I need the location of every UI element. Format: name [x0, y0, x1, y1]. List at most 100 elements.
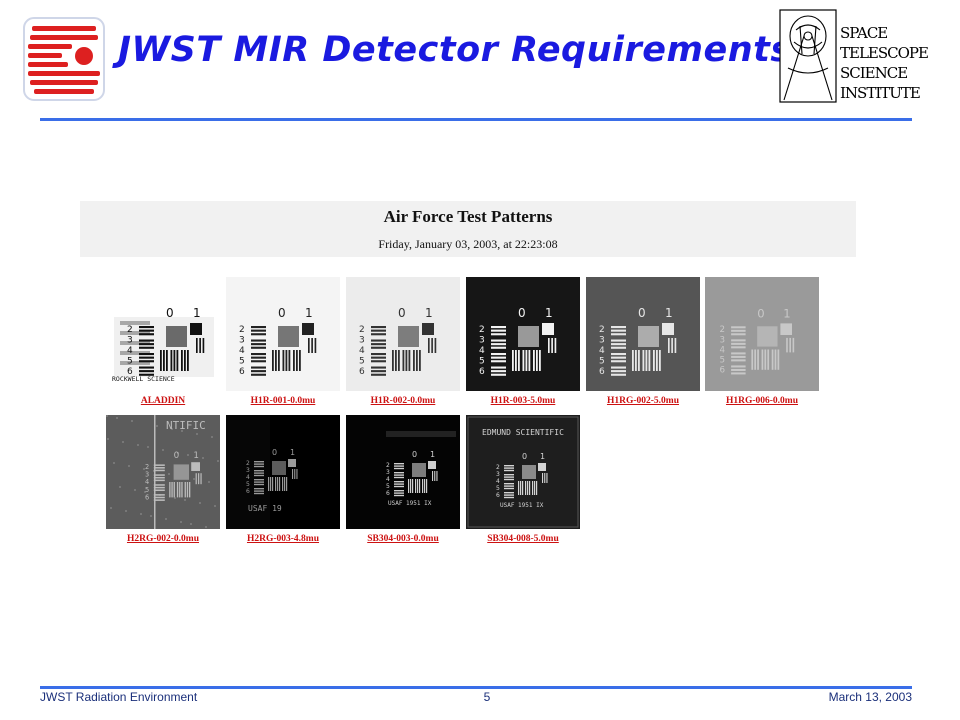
svg-text:6: 6 — [359, 367, 365, 377]
svg-text:2: 2 — [359, 325, 365, 335]
svg-text:1: 1 — [305, 306, 313, 320]
page-timestamp: Friday, January 03, 2003, at 22:23:08 — [378, 237, 558, 251]
svg-text:2: 2 — [496, 464, 500, 471]
svg-text:5: 5 — [386, 483, 390, 490]
svg-text:6: 6 — [127, 367, 133, 377]
svg-text:4: 4 — [479, 346, 485, 356]
svg-text:5: 5 — [246, 481, 250, 488]
svg-text:1: 1 — [540, 452, 545, 461]
svg-text:3: 3 — [479, 336, 485, 346]
svg-text:3: 3 — [599, 336, 605, 346]
svg-text:5: 5 — [359, 357, 365, 367]
svg-text:0: 0 — [278, 306, 286, 320]
svg-text:4: 4 — [386, 476, 390, 483]
stsci-word-4: INSTITUTE — [840, 84, 920, 102]
svg-text:3: 3 — [127, 336, 133, 346]
pattern-label-text: USAF 1951 IX — [388, 500, 432, 507]
svg-text:6: 6 — [720, 366, 726, 376]
svg-text:5: 5 — [127, 357, 133, 367]
svg-text:2: 2 — [239, 325, 245, 335]
svg-text:5: 5 — [599, 357, 605, 367]
pattern-label-text: ROCKWELL SCIENCE — [112, 375, 175, 383]
svg-text:0: 0 — [638, 306, 646, 320]
svg-text:3: 3 — [239, 336, 245, 346]
pattern-link[interactable]: H1RG-002-5.0mu — [606, 396, 680, 406]
pattern-link[interactable]: SB304-003-0.0mu — [367, 534, 439, 544]
footer-date: March 13, 2003 — [828, 690, 912, 704]
svg-text:2: 2 — [720, 325, 726, 335]
footer-title: JWST Radiation Environment — [40, 690, 198, 704]
svg-text:6: 6 — [479, 367, 485, 377]
svg-text:5: 5 — [145, 486, 149, 494]
svg-text:2: 2 — [145, 463, 149, 471]
svg-text:0: 0 — [174, 451, 180, 461]
svg-text:6: 6 — [239, 367, 245, 377]
left-logo — [23, 17, 105, 101]
footer-divider — [40, 686, 912, 689]
svg-text:1: 1 — [783, 307, 790, 321]
svg-text:2: 2 — [599, 325, 605, 335]
svg-text:4: 4 — [496, 478, 500, 485]
svg-text:2: 2 — [127, 325, 133, 335]
svg-text:3: 3 — [246, 467, 250, 474]
svg-text:3: 3 — [496, 471, 500, 478]
svg-text:4: 4 — [599, 346, 605, 356]
svg-text:4: 4 — [127, 346, 133, 356]
svg-text:4: 4 — [720, 345, 726, 355]
svg-text:4: 4 — [239, 346, 245, 356]
svg-text:0: 0 — [398, 306, 406, 320]
pattern-link[interactable]: ALADDIN — [140, 396, 186, 406]
svg-text:1: 1 — [545, 306, 553, 320]
pattern-link[interactable]: H2RG-003-4.8mu — [246, 534, 320, 544]
svg-text:0: 0 — [412, 450, 417, 459]
svg-text:0: 0 — [166, 306, 174, 320]
pattern-link[interactable]: H1R-003-5.0mu — [490, 396, 556, 406]
pattern-label-text: NTIFIC — [166, 419, 206, 432]
svg-text:6: 6 — [599, 367, 605, 377]
svg-text:1: 1 — [193, 306, 201, 320]
svg-text:5: 5 — [479, 357, 485, 367]
svg-text:3: 3 — [359, 336, 365, 346]
pattern-label-text: EDMUND SCIENTIFIC — [482, 428, 564, 437]
svg-text:1: 1 — [290, 448, 295, 457]
svg-text:3: 3 — [145, 471, 149, 479]
web-page-header: Air Force Test Patterns Friday, January … — [80, 201, 856, 257]
svg-text:6: 6 — [246, 488, 250, 495]
svg-text:4: 4 — [246, 474, 250, 481]
svg-text:4: 4 — [359, 346, 365, 356]
stsci-word-3: SCIENCE — [840, 64, 907, 82]
svg-text:1: 1 — [430, 450, 435, 459]
stsci-word-1: SPACE — [840, 24, 887, 42]
svg-text:5: 5 — [239, 357, 245, 367]
svg-text:1: 1 — [425, 306, 433, 320]
svg-text:4: 4 — [145, 478, 149, 486]
slide-title: JWST MIR Detector Requirements — [118, 30, 792, 70]
pattern-link[interactable]: H1RG-006-0.0mu — [725, 396, 799, 406]
stsci-logo: SPACE TELESCOPE SCIENCE INSTITUTE — [779, 9, 929, 103]
svg-text:0: 0 — [518, 306, 526, 320]
pattern-label-text-2: USAF 1951 IX — [500, 502, 544, 509]
svg-text:0: 0 — [757, 307, 764, 321]
page-heading: Air Force Test Patterns — [383, 207, 553, 226]
svg-text:2: 2 — [386, 462, 390, 469]
svg-text:3: 3 — [386, 469, 390, 476]
pattern-link[interactable]: SB304-008-5.0mu — [487, 534, 559, 544]
pattern-link[interactable]: H1R-002-0.0mu — [370, 396, 436, 406]
svg-text:6: 6 — [386, 490, 390, 497]
svg-text:2: 2 — [246, 460, 250, 467]
svg-text:0: 0 — [272, 448, 277, 457]
pattern-link[interactable]: H2RG-002-0.0mu — [126, 534, 200, 544]
header-divider — [40, 118, 912, 121]
page-number: 5 — [483, 690, 491, 704]
pattern-link[interactable]: H1R-001-0.0mu — [250, 396, 316, 406]
